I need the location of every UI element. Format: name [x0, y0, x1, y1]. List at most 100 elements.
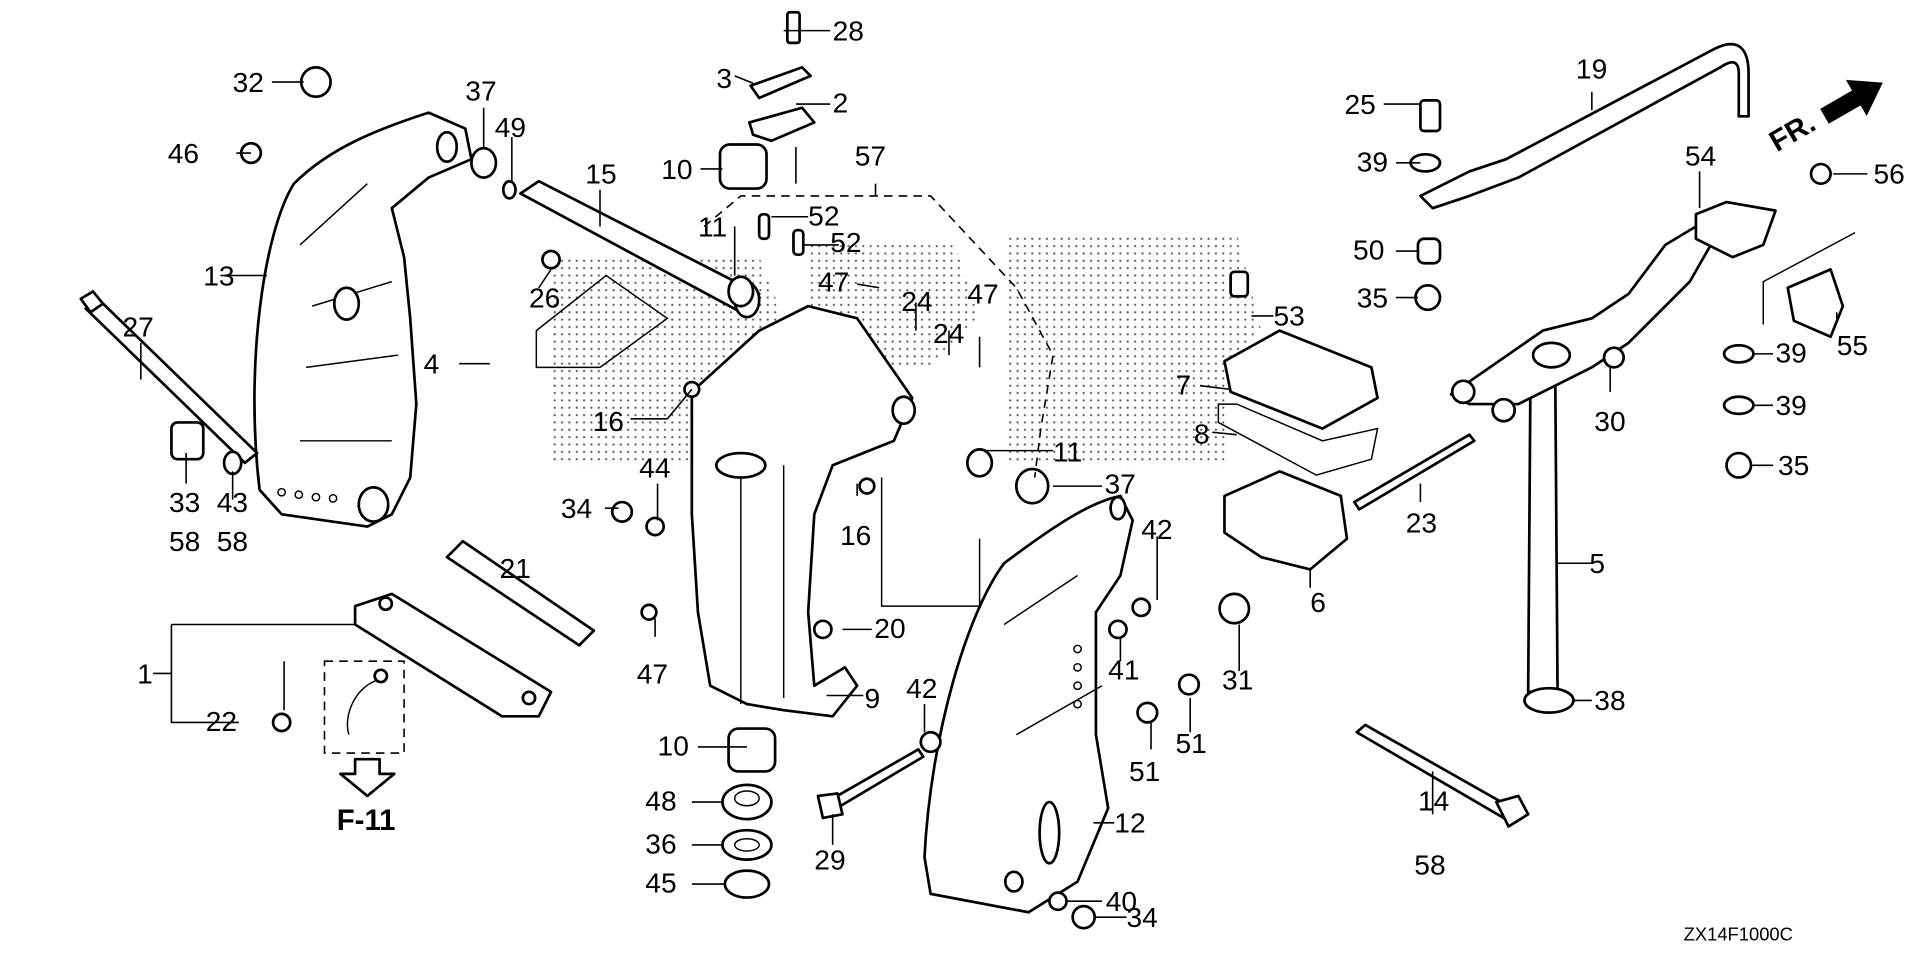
part-label-34a[interactable]: 34 — [561, 493, 592, 524]
plate-1[interactable] — [353, 592, 553, 718]
part-label-42a[interactable]: 42 — [906, 673, 937, 704]
cover-7[interactable] — [1223, 329, 1379, 430]
part-label-37a[interactable]: 37 — [465, 75, 496, 106]
part-label-16a[interactable]: 16 — [593, 406, 624, 437]
part-label-39b[interactable]: 39 — [1776, 337, 1807, 368]
steering-shaft[interactable] — [1449, 225, 1716, 694]
part-label-47c[interactable]: 47 — [637, 658, 668, 689]
bolt-53 — [1229, 270, 1250, 298]
part-label-6[interactable]: 6 — [1310, 587, 1326, 618]
part-label-42b[interactable]: 42 — [1141, 514, 1172, 545]
part-label-32[interactable]: 32 — [233, 67, 264, 98]
part-label-36[interactable]: 36 — [645, 828, 676, 859]
bolt-14[interactable] — [1355, 723, 1530, 828]
part-label-35a[interactable]: 35 — [1357, 282, 1388, 313]
bolt-22 — [271, 712, 292, 733]
part-label-4[interactable]: 4 — [424, 348, 440, 379]
part-label-35b[interactable]: 35 — [1778, 450, 1809, 481]
part-label-16b[interactable]: 16 — [840, 520, 871, 551]
part-label-34b[interactable]: 34 — [1127, 902, 1158, 933]
bushing-10-upper[interactable] — [718, 143, 768, 190]
bolt-28[interactable] — [786, 10, 801, 45]
part-label-28[interactable]: 28 — [833, 15, 864, 46]
part-label-29[interactable]: 29 — [814, 844, 845, 875]
part-label-26[interactable]: 26 — [529, 282, 560, 313]
part-label-47b[interactable]: 47 — [967, 279, 998, 310]
part-label-39a[interactable]: 39 — [1357, 146, 1388, 177]
bolt-27[interactable] — [79, 290, 259, 465]
stern-bracket-right[interactable] — [923, 494, 1134, 914]
stern-bracket-left[interactable] — [253, 111, 473, 528]
part-label-57[interactable]: 57 — [855, 140, 886, 171]
seal-48[interactable] — [721, 783, 773, 821]
part-label-14[interactable]: 14 — [1418, 786, 1449, 817]
part-label-52b[interactable]: 52 — [830, 227, 861, 258]
part-label-5[interactable]: 5 — [1589, 548, 1605, 579]
gasket-8[interactable] — [1217, 403, 1379, 476]
part-label-21[interactable]: 21 — [500, 553, 531, 584]
part-label-20[interactable]: 20 — [874, 613, 905, 644]
part-label-19[interactable]: 19 — [1576, 53, 1607, 84]
bracket-54[interactable] — [1694, 200, 1777, 259]
part-label-46[interactable]: 46 — [168, 138, 199, 169]
bushing-10-lower[interactable] — [727, 727, 777, 773]
part-label-31[interactable]: 31 — [1222, 664, 1253, 695]
part-label-2[interactable]: 2 — [833, 88, 849, 119]
part-label-43b[interactable]: 58 — [217, 526, 248, 557]
washer-41 — [1108, 619, 1128, 640]
part-label-15[interactable]: 15 — [585, 159, 616, 190]
steering-bar[interactable] — [1419, 42, 1750, 210]
bracket-55[interactable] — [1786, 268, 1845, 339]
part-label-10b[interactable]: 10 — [658, 731, 689, 762]
clip-45[interactable] — [723, 869, 771, 899]
stud-23[interactable] — [1352, 433, 1476, 511]
part-label-51b[interactable]: 51 — [1176, 728, 1207, 759]
part-label-54[interactable]: 54 — [1685, 140, 1716, 171]
part-label-50[interactable]: 50 — [1353, 235, 1384, 266]
part-label-48[interactable]: 48 — [645, 786, 676, 817]
part-label-14b[interactable]: 58 — [1414, 849, 1445, 880]
part-label-10a[interactable]: 10 — [661, 154, 692, 185]
part-label-3[interactable]: 3 — [716, 63, 732, 94]
part-label-11b[interactable]: 11 — [1053, 437, 1082, 468]
part-label-13[interactable]: 13 — [203, 260, 234, 291]
part-label-27[interactable]: 27 — [122, 312, 153, 343]
part-label-33[interactable]: 33 — [169, 487, 200, 518]
part-label-37b[interactable]: 37 — [1104, 468, 1135, 499]
shaft-21[interactable] — [445, 539, 596, 647]
part-label-53[interactable]: 53 — [1273, 301, 1304, 332]
part-label-25[interactable]: 25 — [1344, 89, 1375, 120]
part-label-38[interactable]: 38 — [1594, 685, 1625, 716]
part-label-11a[interactable]: 11 — [698, 211, 727, 242]
part-label-45[interactable]: 45 — [645, 868, 676, 899]
part-label-9[interactable]: 9 — [864, 683, 880, 714]
part-label-44[interactable]: 44 — [639, 453, 670, 484]
part-label-43[interactable]: 43 — [217, 487, 248, 518]
plate-3[interactable] — [749, 66, 812, 100]
part-label-30[interactable]: 30 — [1594, 406, 1625, 437]
part-label-1[interactable]: 1 — [137, 658, 153, 689]
part-label-24a[interactable]: 24 — [901, 286, 932, 317]
part-label-56[interactable]: 56 — [1873, 159, 1904, 190]
part-label-7[interactable]: 7 — [1176, 369, 1192, 400]
bolt-29[interactable] — [816, 748, 925, 820]
reference-label[interactable]: F-11 — [337, 804, 396, 837]
swivel-case[interactable] — [690, 304, 917, 718]
tilt-lock-6[interactable] — [1223, 470, 1349, 571]
part-label-52a[interactable]: 52 — [808, 200, 839, 231]
part-label-49[interactable]: 49 — [495, 112, 526, 143]
part-label-40[interactable]: 40 — [1106, 886, 1137, 917]
part-label-51a[interactable]: 51 — [1129, 756, 1160, 787]
part-label-33b[interactable]: 58 — [169, 526, 200, 557]
part-label-8[interactable]: 8 — [1194, 418, 1210, 449]
part-label-23[interactable]: 23 — [1406, 508, 1437, 539]
plate-2[interactable] — [748, 106, 816, 143]
part-label-55[interactable]: 55 — [1837, 330, 1868, 361]
part-label-47a[interactable]: 47 — [818, 266, 849, 297]
part-label-12[interactable]: 12 — [1114, 808, 1145, 839]
part-label-24b[interactable]: 24 — [933, 318, 964, 349]
part-label-39c[interactable]: 39 — [1776, 390, 1807, 421]
washer-36[interactable] — [721, 828, 773, 861]
part-label-41[interactable]: 41 — [1108, 655, 1139, 686]
part-label-22[interactable]: 22 — [206, 706, 237, 737]
